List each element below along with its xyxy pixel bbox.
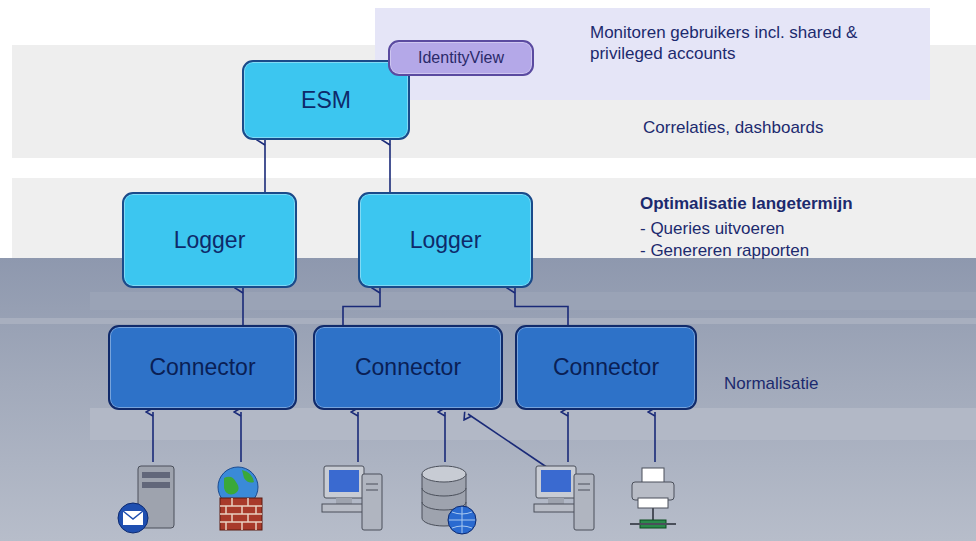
flow-arrow [242,288,244,325]
logger-box: Logger [122,192,297,288]
box-label: IdentityView [418,49,504,67]
flow-arrow [264,140,266,192]
flow-arrow [515,288,568,325]
list-item: - Queries uitvoeren [640,218,960,239]
box-label: Connector [553,354,659,381]
box-label: Connector [149,354,255,381]
box-label: ESM [301,87,351,114]
box-label: Logger [174,227,246,254]
note-label: Monitoren gebruikers incl. shared & priv… [590,22,930,64]
esm-box: ESM [242,60,410,140]
connector-box: Connector [313,325,503,410]
band-stripe [90,408,976,440]
printer-icon [630,468,676,528]
database-icon [422,466,476,534]
band-stripe [0,318,976,324]
mail-server-icon [118,466,174,533]
note-label: Normalisatie [724,373,924,394]
logger-box: Logger [358,192,533,288]
list-item: - Genereren rapporten [640,240,960,261]
heading-label: Optimalisatie langetermijn [640,193,970,214]
firewall-icon [218,467,262,530]
pc-icon [534,466,594,530]
identity-box: IdentityView [388,40,534,76]
pc-icon [322,466,382,530]
flow-arrow [389,140,391,192]
note-label: Correlaties, dashboards [643,117,943,138]
identity-band [375,8,930,100]
connector-box: Connector [515,325,697,410]
box-label: Logger [410,227,482,254]
flow-arrow [343,288,380,325]
connector-box: Connector [108,325,297,410]
connector-band [0,258,976,541]
source-arrows [153,412,655,468]
box-label: Connector [355,354,461,381]
